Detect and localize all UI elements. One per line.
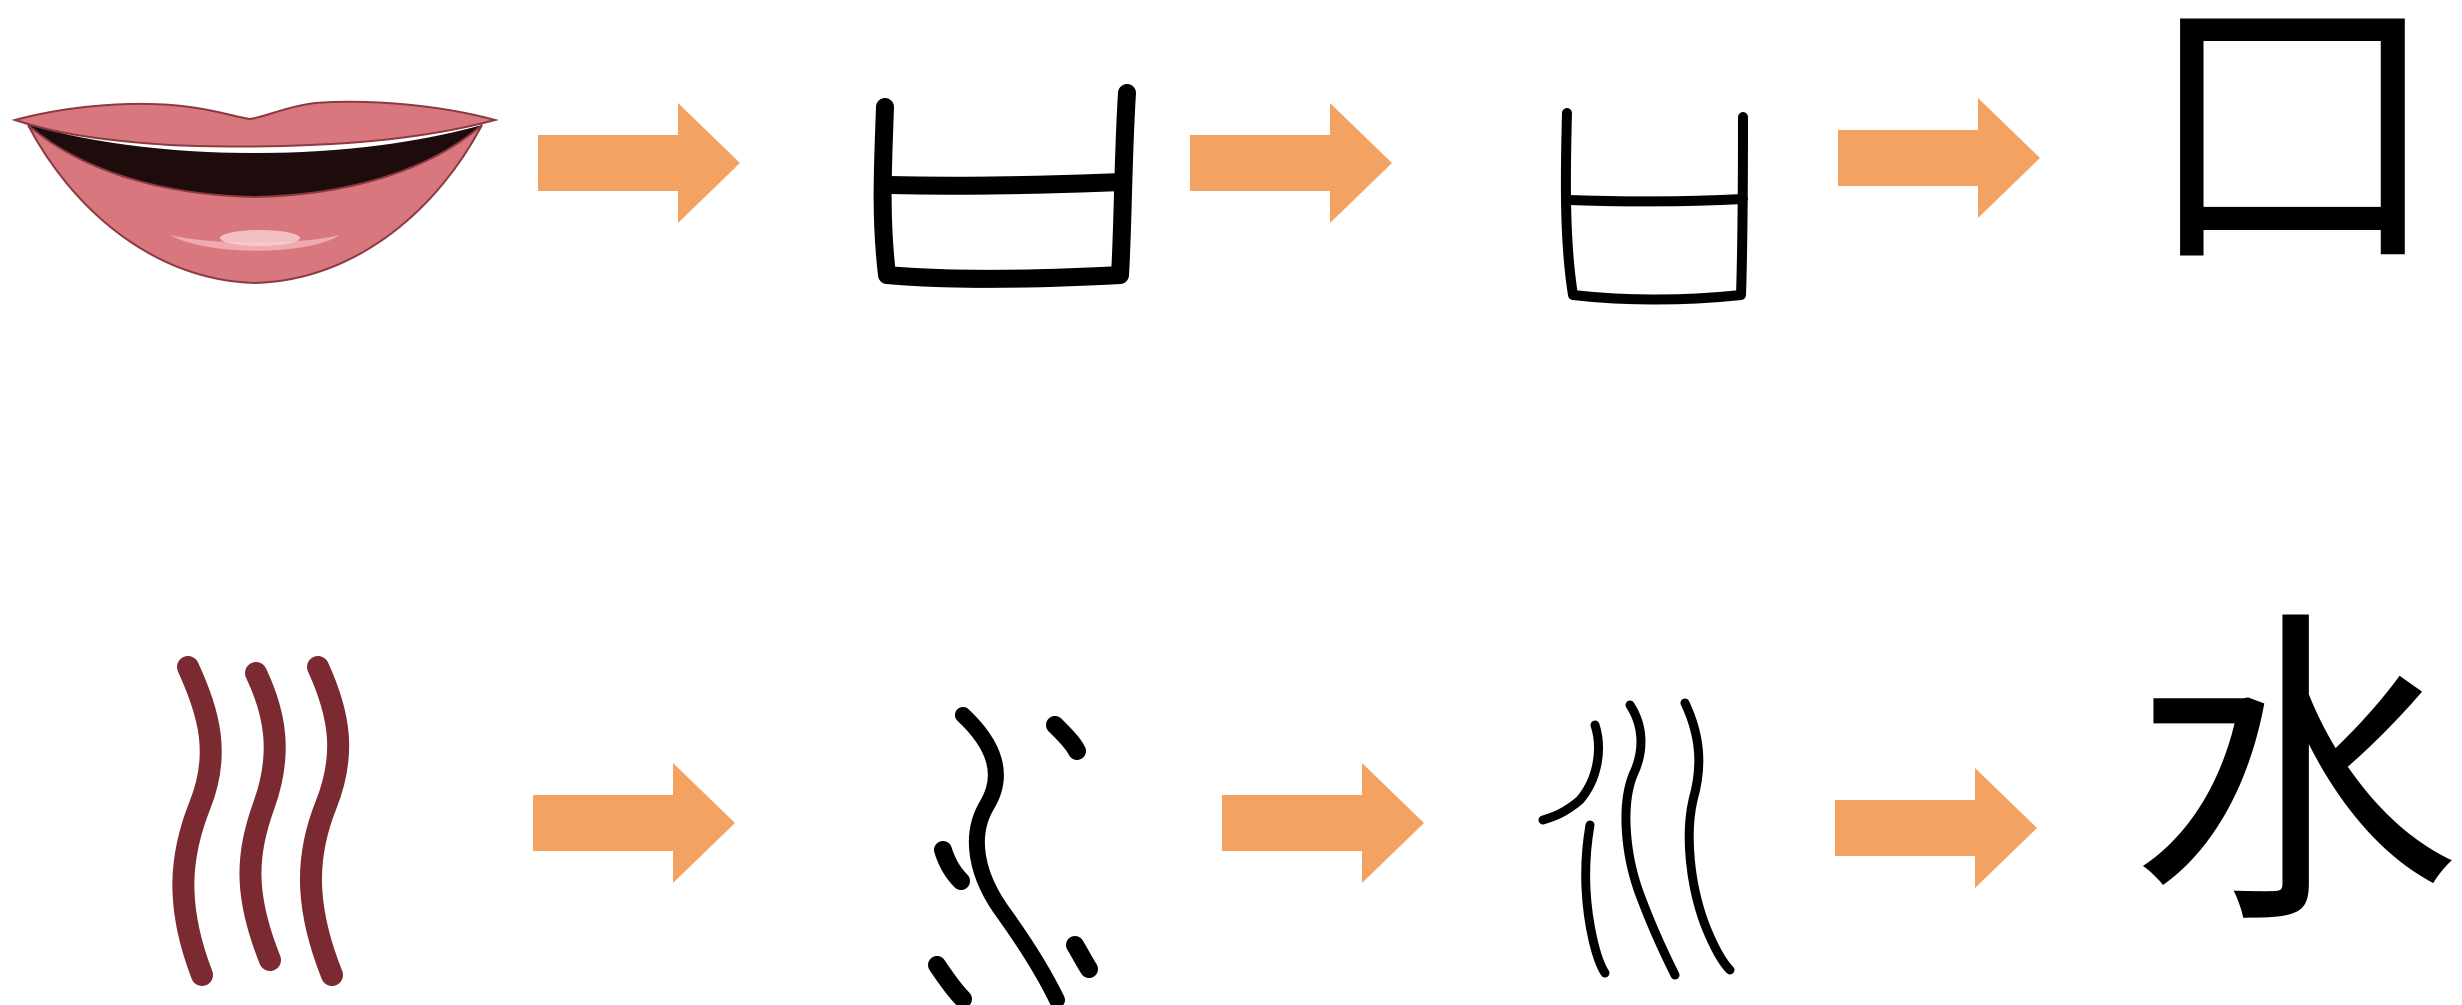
arrow-right-icon xyxy=(1835,768,2037,888)
lips-icon xyxy=(10,95,510,295)
bronze-mouth-glyph xyxy=(1555,105,1755,310)
modern-character-kou: 口 xyxy=(2142,0,2442,286)
oracle-bone-mouth-glyph xyxy=(865,85,1135,295)
water-waves-icon xyxy=(160,655,370,985)
seal-water-glyph xyxy=(1535,695,1745,980)
oracle-bone-water-glyph xyxy=(925,705,1105,1005)
arrow-right-icon xyxy=(538,103,740,223)
modern-character-shui: 水 xyxy=(2130,612,2460,942)
arrow-right-icon xyxy=(1190,103,1392,223)
arrow-right-icon xyxy=(1838,98,2040,218)
arrow-right-icon xyxy=(1222,763,1424,883)
water-evolution-row: 水 xyxy=(0,620,2462,985)
arrow-right-icon xyxy=(533,763,735,883)
mouth-evolution-row: 口 xyxy=(0,0,2462,330)
